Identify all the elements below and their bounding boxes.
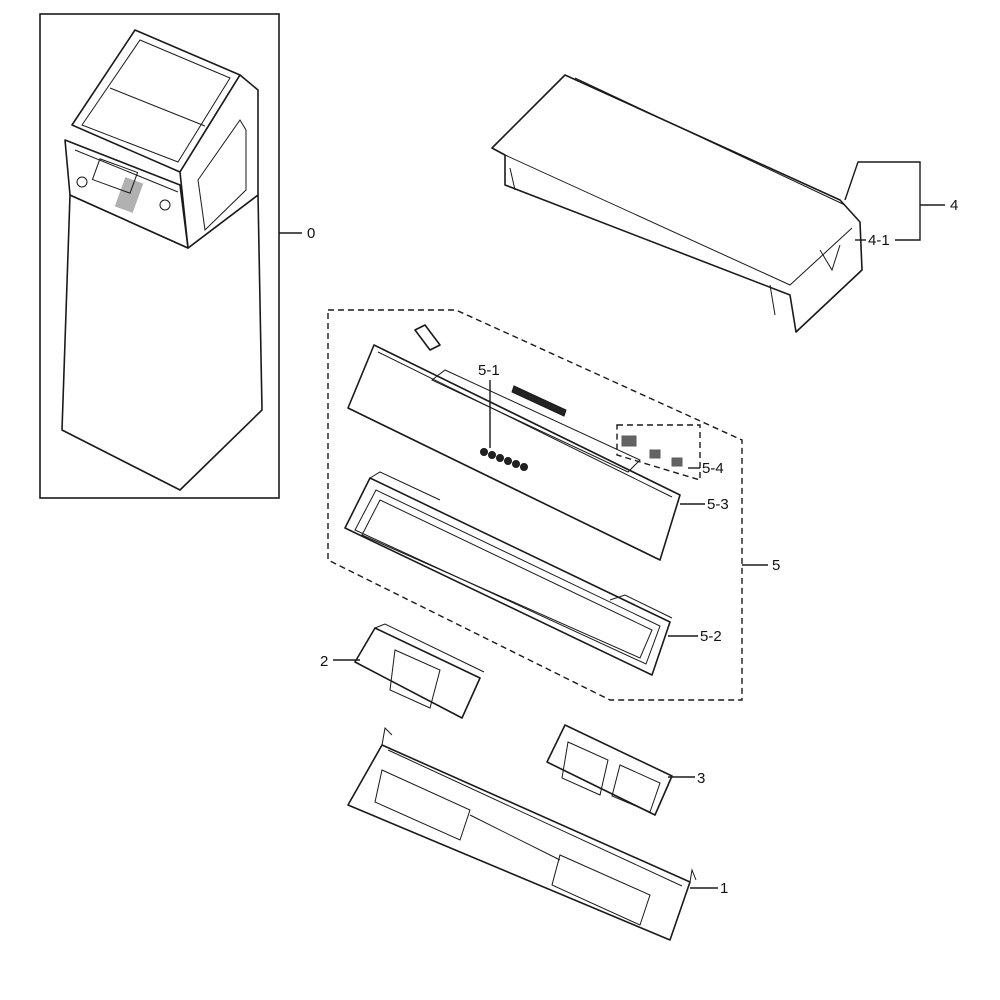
part-5-1-buttons <box>480 448 528 471</box>
label-part-4-1: 4-1 <box>868 232 890 249</box>
panel-frame-body <box>344 477 671 676</box>
label-part-5-2: 5-2 <box>700 628 722 645</box>
washer-cabinet <box>61 194 263 491</box>
panel-knob <box>414 324 441 351</box>
washer-side-top <box>179 74 259 249</box>
washer-control-panel <box>64 139 189 249</box>
part-1-dispenser-housing <box>347 726 697 941</box>
part-3-dispenser-cups <box>546 724 673 816</box>
part-0-frame <box>39 13 280 499</box>
dispenser-drawer-body <box>354 627 481 719</box>
part-4-top-cover <box>491 74 863 333</box>
label-part-2: 2 <box>320 653 328 670</box>
label-part-5-1: 5-1 <box>478 362 500 379</box>
label-part-5-3: 5-3 <box>707 496 729 513</box>
top-cover-body <box>491 74 863 333</box>
part-0-washer-assembly <box>39 13 280 499</box>
part-5-2-panel-frame <box>344 471 673 676</box>
panel-display-slot <box>511 385 567 417</box>
dispenser-cups-body <box>546 724 673 816</box>
label-part-5-4: 5-4 <box>702 460 724 477</box>
label-part-3: 3 <box>697 770 705 787</box>
label-part-5: 5 <box>772 557 780 574</box>
label-part-4: 4 <box>950 197 958 214</box>
label-part-0: 0 <box>307 225 315 242</box>
part-5-group-outline <box>327 309 743 701</box>
panel-cover-body <box>347 344 681 561</box>
part-5-4-switch-set <box>616 424 701 481</box>
part-5-3-panel-cover <box>347 324 681 561</box>
part-2-dispenser-drawer <box>354 623 485 719</box>
label-part-1: 1 <box>720 880 728 897</box>
